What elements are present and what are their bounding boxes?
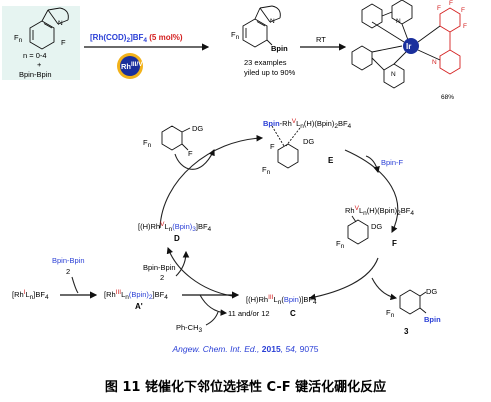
side-products: 11 and/or 12: [228, 309, 270, 318]
cycle-arc-e-to-f: [344, 149, 399, 233]
ir-f-3: F: [461, 7, 465, 14]
ir-n-bottom: N: [391, 71, 396, 78]
product-exit-arrow: [371, 277, 398, 301]
ir-n-right: N: [432, 59, 437, 66]
catalyst-text: [Rh(COD)2]BF4 (5 mol%): [90, 33, 183, 44]
product-bpin: Bpin: [271, 44, 288, 53]
figure-caption: 图 11 铑催化下邻位选择性 C-F 键活化硼化反应: [104, 380, 387, 395]
rt-label: RT: [316, 35, 326, 44]
cycle-arc-c-to-d: [166, 246, 233, 297]
ir-f-2: F: [449, 0, 453, 7]
e-f: F: [270, 142, 275, 151]
f-dg: DG: [371, 222, 382, 231]
bpin-bpin-d-arrow: [175, 250, 190, 277]
cycle-substrate: [161, 125, 191, 151]
bpin-bpin-to-d: Bpin-Bpin: [143, 263, 176, 272]
product-fn-label: Fn: [231, 30, 240, 41]
a-prime-label: A': [135, 302, 143, 311]
product-structure: [242, 5, 281, 48]
examples-text: 23 examples: [244, 58, 287, 67]
ph-ch3: Ph-CH3: [176, 323, 203, 334]
ir-f-1: F: [437, 5, 441, 12]
bpin-bpin-start: Bpin-Bpin: [52, 256, 85, 265]
n-range-text: n = 0-4: [23, 51, 47, 60]
substrate-n-atom: N: [58, 20, 63, 27]
start-rh-formula: [RhILn]BF4: [12, 289, 49, 301]
a-prime-formula: [RhIIILn(Bpin)2]BF4: [104, 289, 168, 301]
e-formula: Bpin-RhVLn(H)(Bpin)2BF4: [263, 118, 352, 130]
e-dg: DG: [303, 137, 314, 146]
bpin-bpin-to-d-num: 2: [160, 273, 164, 282]
c-label: C: [290, 309, 296, 318]
plus-sign: +: [37, 60, 42, 69]
product-3-label: 3: [404, 327, 409, 336]
product-3-dg: DG: [426, 287, 437, 296]
e-fn: Fn: [262, 165, 271, 176]
substrate-f-atom: F: [61, 38, 66, 47]
product-n-atom: N: [270, 18, 275, 25]
citation: Angew. Chem. Int. Ed., 2015, 54, 9075: [172, 344, 319, 354]
d-label: D: [174, 234, 180, 243]
svg-text:RhIII/V: RhIII/V: [121, 61, 143, 71]
ir-f-4: F: [463, 23, 467, 30]
iridium-complex: [351, 0, 461, 89]
bpin-bpin-start-arrow: [71, 276, 79, 294]
ph-ch3-arrow: [205, 311, 219, 326]
substrate-entry-arrow: [174, 149, 215, 170]
side-product-arrow: [199, 294, 228, 316]
ir-n-top: N: [396, 18, 401, 25]
e-label: E: [328, 156, 334, 165]
substrate-structure: [29, 7, 69, 50]
citation-volume: 54: [285, 344, 295, 354]
product-3-fn: Fn: [386, 308, 395, 319]
citation-journal: Angew. Chem. Int. Ed.: [172, 344, 258, 354]
cycle-arc-d-to-e: [159, 134, 264, 229]
bpin-bpin-start-num: 2: [66, 267, 70, 276]
cycle-substrate-fn: Fn: [143, 138, 152, 149]
citation-pages: 9075: [299, 344, 319, 354]
bpin-f-arrow: [365, 155, 380, 174]
yield-text: yiled up to 90%: [244, 68, 296, 77]
product-3-bpin: Bpin: [424, 315, 441, 324]
substrate-box: [2, 6, 80, 80]
intermediate-f-structure: [347, 215, 369, 245]
ir-yield: 68%: [441, 94, 454, 101]
cycle-arc-f-to-c: [308, 257, 379, 301]
product-3-structure: [399, 289, 427, 315]
rh-catalyst-badge: RhIII/V: [117, 53, 143, 79]
cycle-substrate-f: F: [188, 149, 193, 158]
bpin-f-text: Bpin-F: [381, 158, 404, 167]
ir-label: Ir: [406, 42, 411, 51]
intermediate-e-structure: [271, 125, 301, 169]
reagent-text: Bpin-Bpin: [19, 70, 52, 79]
f-fn: Fn: [336, 239, 345, 250]
cycle-substrate-dg: DG: [192, 124, 203, 133]
d-formula: [(H)RhVLn(Bpin)3]BF4: [138, 221, 212, 233]
f-label: F: [392, 239, 397, 248]
figure-caption-wrap: 图 11 铑催化下邻位选择性 C-F 键活化硼化反应: [0, 376, 491, 396]
citation-year: 2015: [261, 344, 281, 354]
substrate-fn-label: Fn: [14, 33, 23, 44]
c-formula: [(H)RhIIILn(Bpin)]BF4: [246, 294, 317, 306]
f-formula: RhVLn(H)(Bpin)2BF4: [345, 205, 414, 217]
